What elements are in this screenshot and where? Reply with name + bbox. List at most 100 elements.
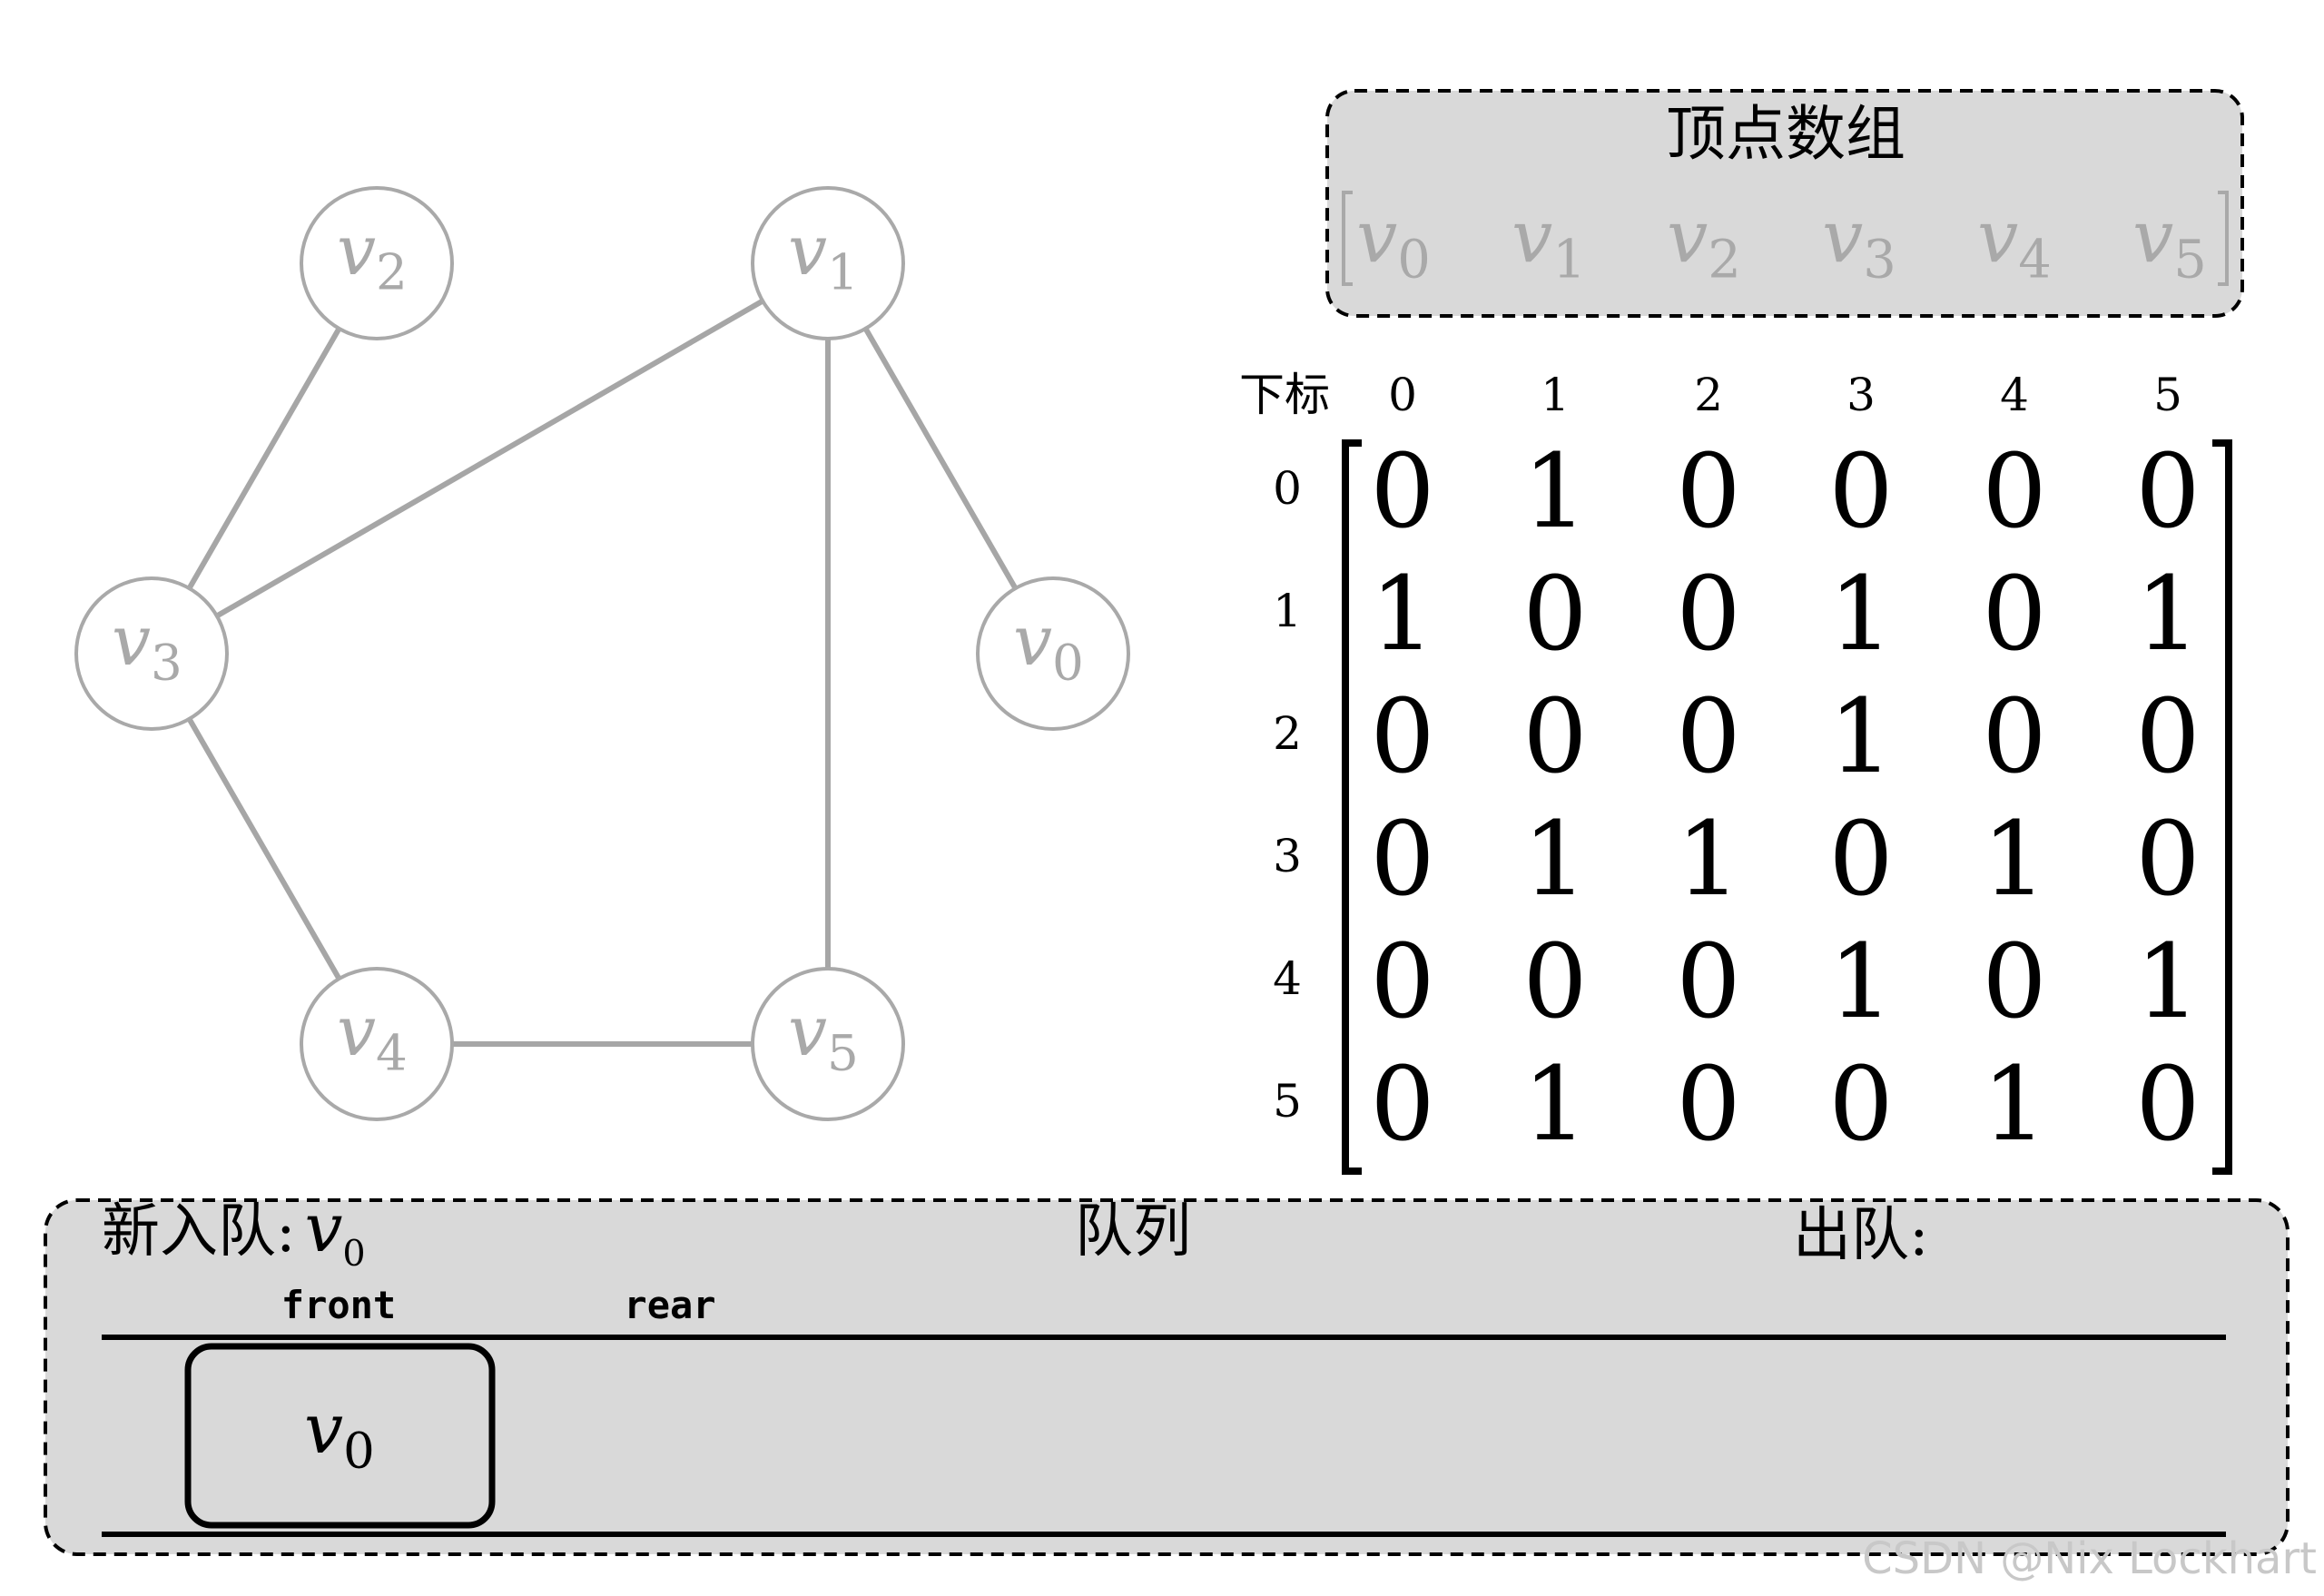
row-index: 1 <box>1273 585 1302 637</box>
node-label: v1 <box>788 210 859 301</box>
matrix-cell: 0 <box>2135 678 2200 796</box>
dequeue-label: 出队: <box>1793 1202 1929 1269</box>
row-indices: 0 1 2 3 4 5 <box>1273 462 1302 1128</box>
matrix-cell: 0 <box>1370 1046 1434 1164</box>
matrix-cell: 0 <box>1982 556 2046 674</box>
vertex-array-box <box>1325 89 2244 318</box>
vertex-array-item-0: v0 <box>1356 194 1431 291</box>
enqueue-label: 新入队:v0 <box>102 1189 366 1275</box>
graph: v0 v1 v2 v3 v4 v5 <box>74 186 1130 1121</box>
node-label: v2 <box>337 210 408 301</box>
matrix-cell: 0 <box>1828 1046 1893 1164</box>
rear-pointer-label: rear <box>624 1283 715 1327</box>
matrix-cell: 0 <box>1982 678 2046 796</box>
node-v3: v3 <box>74 576 229 731</box>
column-index: 5 <box>2153 369 2182 421</box>
vertex-array-items: v0 v1 v2 v3 v4 v5 <box>1356 194 2207 291</box>
row-index: 2 <box>1273 707 1302 760</box>
node-circle <box>751 186 905 340</box>
queue-box <box>44 1198 2290 1556</box>
vertex-array-title: 顶点数组 <box>1666 99 1905 169</box>
node-circle <box>751 967 905 1121</box>
node-label: v4 <box>337 990 408 1082</box>
matrix-cell: 1 <box>1370 556 1434 674</box>
matrix-cell: 1 <box>1828 923 1893 1041</box>
matrix-cell: 0 <box>1676 1046 1740 1164</box>
queue-item-label: v0 <box>304 1388 375 1480</box>
matrix-cell: 1 <box>1828 556 1893 674</box>
row-index: 5 <box>1273 1075 1302 1128</box>
matrix-right-bracket <box>2212 439 2232 1175</box>
queue-item-box <box>184 1343 496 1529</box>
node-label: v5 <box>788 990 859 1082</box>
matrix-cell: 1 <box>1828 678 1893 796</box>
node-circle <box>300 186 454 340</box>
matrix-cell: 0 <box>1676 433 1740 551</box>
vertex-array-right-bracket <box>2218 191 2229 286</box>
node-v2: v2 <box>300 186 454 340</box>
row-index: 0 <box>1273 462 1302 515</box>
matrix-cell: 1 <box>1522 433 1587 551</box>
edge-v1-v0 <box>862 327 1019 590</box>
matrix-cell: 0 <box>1676 556 1740 674</box>
matrix-left-bracket <box>1342 439 1362 1175</box>
matrix-cell: 1 <box>1982 1046 2046 1164</box>
vertex-array-item-2: v2 <box>1667 194 1741 291</box>
edge-v3-v4 <box>186 717 342 980</box>
matrix-cell: 0 <box>1828 801 1893 919</box>
matrix-cell: 0 <box>1370 678 1434 796</box>
matrix-cell: 1 <box>2135 923 2200 1041</box>
vertex-array-item-4: v4 <box>1977 194 2052 291</box>
matrix-cell: 0 <box>1828 433 1893 551</box>
matrix-cell: 1 <box>1982 801 2046 919</box>
node-circle <box>976 576 1130 731</box>
vertex-array-panel: 顶点数组 v0 v1 v2 v3 v4 v5 <box>1325 89 2244 318</box>
column-index: 2 <box>1694 369 1723 421</box>
queue-title: 队列 <box>1075 1198 1191 1266</box>
matrix-cell: 1 <box>1522 801 1587 919</box>
matrix-cell: 0 <box>1522 678 1587 796</box>
graph-nodes: v0 v1 v2 v3 v4 v5 <box>74 186 1130 1121</box>
matrix-cell: 0 <box>1370 801 1434 919</box>
vertex-array-item-3: v3 <box>1822 194 1896 291</box>
vertex-array-item-5: v5 <box>2132 194 2207 291</box>
graph-edges <box>186 298 1019 1047</box>
matrix-cell: 1 <box>1676 801 1740 919</box>
node-label: v0 <box>1013 600 1084 692</box>
matrix-cell: 0 <box>1676 923 1740 1041</box>
index-label: 下标 <box>1239 369 1330 421</box>
matrix-cell: 0 <box>1522 556 1587 674</box>
node-v0: v0 <box>976 576 1130 731</box>
column-index: 0 <box>1388 369 1417 421</box>
row-index: 3 <box>1273 830 1302 882</box>
vertex-array-left-bracket <box>1342 191 1353 286</box>
matrix-cell: 0 <box>1522 923 1587 1041</box>
queue-items: v0 <box>184 1343 496 1529</box>
column-index: 3 <box>1846 369 1876 421</box>
watermark: CSDN @Nix Lockhart <box>1862 1533 2317 1584</box>
node-v1: v1 <box>751 186 905 340</box>
edge-v2-v3 <box>186 327 342 590</box>
matrix-cell: 1 <box>1522 1046 1587 1164</box>
node-circle <box>300 967 454 1121</box>
matrix-cell: 0 <box>2135 1046 2200 1164</box>
matrix-cell: 0 <box>1982 923 2046 1041</box>
matrix-cell: 0 <box>1370 923 1434 1041</box>
matrix-cell: 0 <box>2135 433 2200 551</box>
edge-v1-v3 <box>215 298 764 619</box>
matrix-cell: 0 <box>1676 678 1740 796</box>
matrix-cell: 1 <box>2135 556 2200 674</box>
node-circle <box>74 576 229 731</box>
matrix-cell: 0 <box>2135 801 2200 919</box>
vertex-array-item-1: v1 <box>1512 194 1586 291</box>
row-index: 4 <box>1273 952 1302 1005</box>
queue-item-0: v0 <box>184 1343 496 1529</box>
front-pointer-label: front <box>281 1283 396 1327</box>
column-index: 1 <box>1541 369 1570 421</box>
node-label: v3 <box>112 600 182 692</box>
queue-panel: 新入队:v0 队列 出队: front rear v0 <box>44 1189 2290 1556</box>
matrix-cell: 0 <box>1370 433 1434 551</box>
